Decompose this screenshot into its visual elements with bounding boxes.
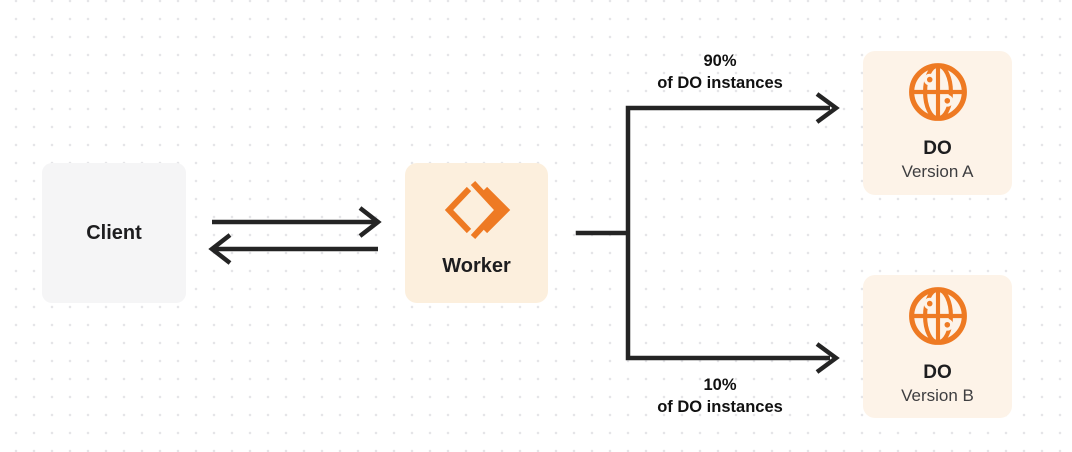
- do-a-label: DO: [923, 138, 952, 159]
- arrowhead-do-b-icon: [815, 342, 840, 374]
- do-version-a-node: DO Version A: [863, 51, 1012, 195]
- do-b-version-label: Version B: [901, 386, 974, 405]
- top-branch-percent: 90%: [703, 52, 737, 70]
- arrowhead-left-icon: [208, 233, 232, 265]
- arrowhead-right-icon: [358, 206, 382, 238]
- globe-icon: [908, 63, 967, 121]
- top-branch-label: 90% of DO instances: [620, 50, 820, 94]
- client-node: Client: [42, 163, 186, 303]
- top-branch-caption: of DO instances: [657, 74, 783, 92]
- bottom-branch-label: 10% of DO instances: [620, 374, 820, 418]
- do-b-label: DO: [923, 362, 952, 383]
- client-label: Client: [86, 221, 142, 244]
- do-a-version-label: Version A: [901, 162, 974, 181]
- bottom-branch-caption: of DO instances: [657, 398, 783, 416]
- workers-chevrons-icon: [444, 180, 510, 240]
- arrowhead-do-a-icon: [815, 92, 840, 124]
- worker-node: Worker: [405, 163, 548, 303]
- globe-icon: [908, 287, 967, 345]
- branch-trunk-line: [625, 105, 830, 361]
- worker-label: Worker: [442, 255, 511, 277]
- do-version-b-node: DO Version B: [863, 275, 1012, 418]
- bottom-branch-percent: 10%: [703, 376, 737, 394]
